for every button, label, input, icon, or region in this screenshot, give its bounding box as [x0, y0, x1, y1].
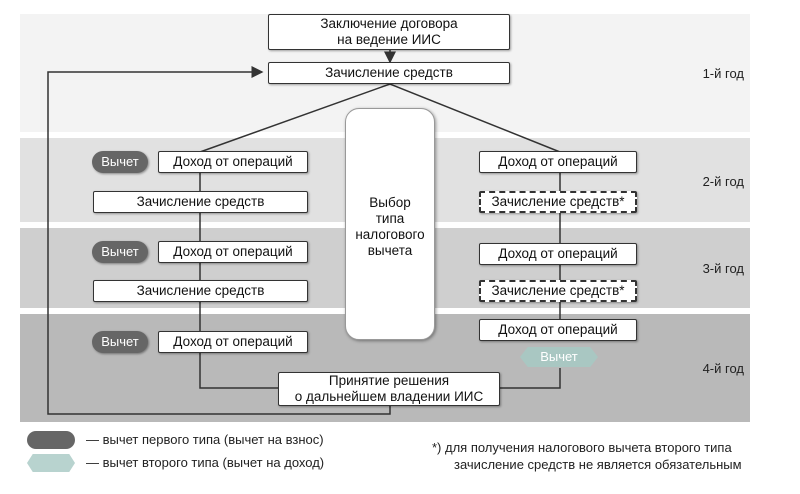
- choice-line2: типа: [375, 211, 405, 226]
- contract-line2: на ведение ИИС: [337, 32, 441, 47]
- right-income-y3: Доход от операций: [479, 243, 637, 265]
- right-deposit-y2: Зачисление средств*: [479, 191, 637, 213]
- footnote-line1: *) для получения налогового вычета второ…: [432, 440, 732, 455]
- deduction-pill-y2: Вычет: [92, 151, 148, 173]
- legend-type2-swatch: [27, 454, 75, 472]
- contract-box: Заключение договора на ведение ИИС: [268, 14, 510, 50]
- choice-line3: налогового: [355, 227, 425, 242]
- year-label-2: 2-й год: [702, 174, 744, 189]
- left-income-y2: Доход от операций: [158, 151, 308, 173]
- legend-type1-text: — вычет первого типа (вычет на взнос): [86, 432, 324, 447]
- right-income-y4: Доход от операций: [479, 319, 637, 341]
- left-deposit-y2: Зачисление средств: [93, 191, 308, 213]
- deduction-pill-y4: Вычет: [92, 331, 148, 353]
- right-deposit-y3: Зачисление средств*: [479, 280, 637, 302]
- choice-line1: Выбор: [369, 195, 411, 210]
- year-label-3: 3-й год: [702, 261, 744, 276]
- contract-line1: Заключение договора: [320, 16, 458, 31]
- deduction-type2-y4: Вычет: [520, 347, 598, 367]
- deposit-box-top: Зачисление средств: [268, 62, 510, 84]
- left-deposit-y3: Зачисление средств: [93, 280, 308, 302]
- decision-box: Принятие решения о дальнейшем владении И…: [278, 372, 500, 406]
- footnote-line2: зачисление средств не является обязатель…: [454, 457, 742, 472]
- left-income-y4: Доход от операций: [158, 331, 308, 353]
- choice-line4: вычета: [367, 243, 413, 258]
- year-label-1: 1-й год: [702, 66, 744, 81]
- decision-line2: о дальнейшем владении ИИС: [294, 389, 484, 404]
- deduction-type-choice: Выбор типа налогового вычета: [345, 108, 435, 340]
- right-income-y2: Доход от операций: [479, 151, 637, 173]
- year-label-4: 4-й год: [702, 361, 744, 376]
- left-income-y3: Доход от операций: [158, 241, 308, 263]
- deduction-pill-y3: Вычет: [92, 241, 148, 263]
- legend-type2-text: — вычет второго типа (вычет на доход): [86, 455, 325, 470]
- legend-type1-swatch: [27, 431, 75, 449]
- decision-line1: Принятие решения: [328, 373, 450, 388]
